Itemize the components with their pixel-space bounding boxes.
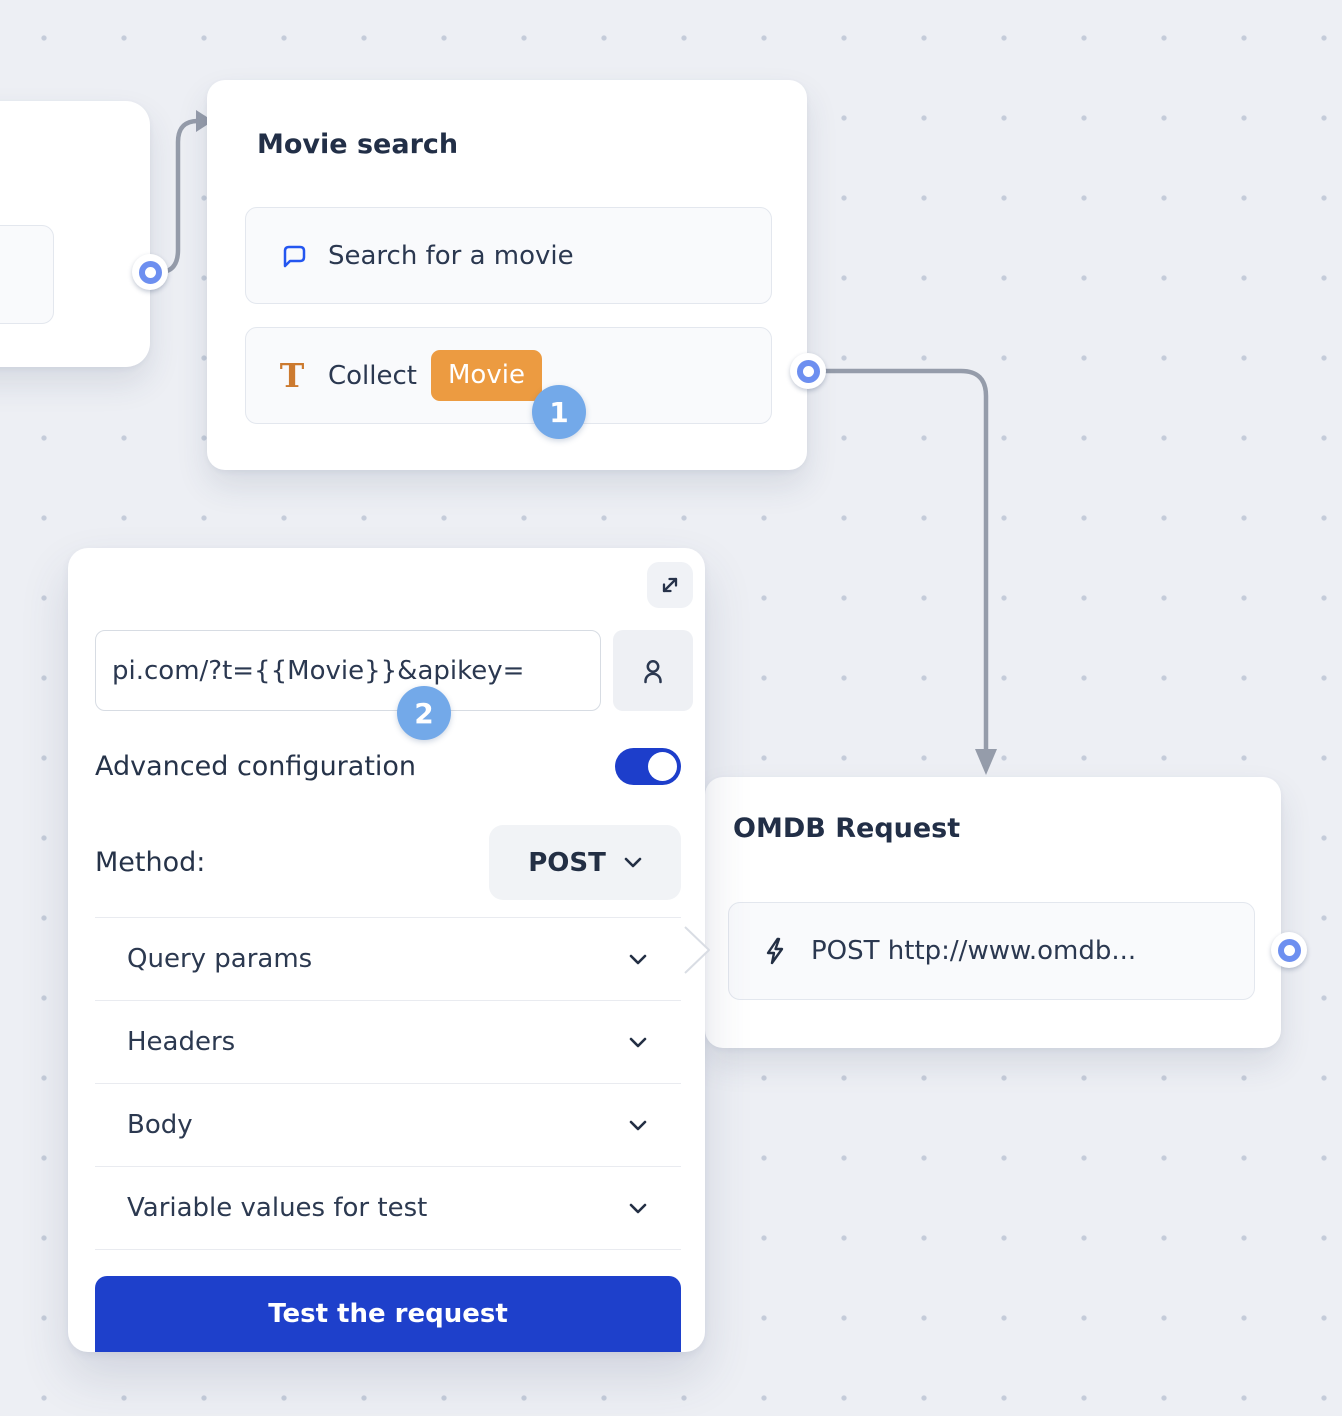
url-input[interactable] [95, 630, 601, 711]
collapsible-sections: Query params Headers Body Variable value… [95, 917, 681, 1250]
person-icon [644, 659, 662, 683]
method-dropdown[interactable]: POST [489, 825, 681, 900]
question-block-row[interactable]: Search for a movie [245, 207, 772, 304]
output-port[interactable] [790, 353, 826, 389]
block-label: Search for a movie [328, 240, 574, 271]
section-variable-values[interactable]: Variable values for test [95, 1166, 681, 1250]
webhook-config-panel: Advanced configuration Method: POST Quer… [68, 548, 705, 1352]
chevron-down-icon [629, 1037, 647, 1047]
arrowhead-right [196, 110, 213, 132]
variable-insert-button[interactable] [613, 630, 693, 711]
chevron-down-icon [629, 954, 647, 964]
expand-button[interactable] [647, 562, 693, 608]
chevron-down-icon [629, 1120, 647, 1130]
port-ring-icon [1277, 938, 1301, 962]
section-headers[interactable]: Headers [95, 1000, 681, 1083]
test-request-button[interactable]: Test the request [95, 1276, 681, 1352]
panel-pointer-chevron [684, 926, 710, 974]
node-title: OMDB Request [733, 813, 961, 844]
node-row[interactable] [0, 225, 54, 324]
section-query-params[interactable]: Query params [95, 917, 681, 1000]
method-label: Method: [95, 847, 206, 878]
method-value: POST [528, 847, 606, 878]
edge-movie-to-omdb [819, 368, 989, 753]
port-ring-icon [138, 260, 162, 284]
webhook-block-row[interactable]: POST http://www.omdb... [728, 902, 1255, 1000]
collect-block-row[interactable]: T Collect Movie [245, 327, 772, 424]
expand-icon [662, 577, 678, 593]
chevron-down-icon [624, 857, 642, 868]
text-input-icon: T [279, 356, 305, 395]
movie-search-node[interactable]: Movie search Search for a movie T Collec… [207, 80, 807, 470]
output-port[interactable] [1271, 932, 1307, 968]
section-body[interactable]: Body [95, 1083, 681, 1166]
output-port[interactable] [132, 254, 168, 290]
lightning-icon [758, 935, 792, 967]
variable-chip[interactable]: Movie [431, 350, 542, 401]
toggle-knob-icon [648, 751, 677, 781]
arrowhead-down [975, 749, 997, 775]
partial-node-card[interactable] [0, 101, 150, 367]
block-label: Collect [328, 360, 417, 391]
chevron-down-icon [629, 1203, 647, 1213]
advanced-configuration-label: Advanced configuration [95, 750, 417, 782]
step-badge-2: 2 [397, 686, 451, 740]
chat-bubble-icon [275, 240, 309, 272]
edge-left-to-movie [157, 118, 201, 275]
block-label: POST http://www.omdb... [811, 936, 1137, 966]
advanced-configuration-toggle[interactable] [615, 747, 681, 785]
step-badge-1: 1 [532, 385, 586, 439]
port-ring-icon [796, 359, 820, 383]
omdb-request-node[interactable]: OMDB Request POST http://www.omdb... [705, 777, 1281, 1048]
node-title: Movie search [257, 129, 459, 160]
